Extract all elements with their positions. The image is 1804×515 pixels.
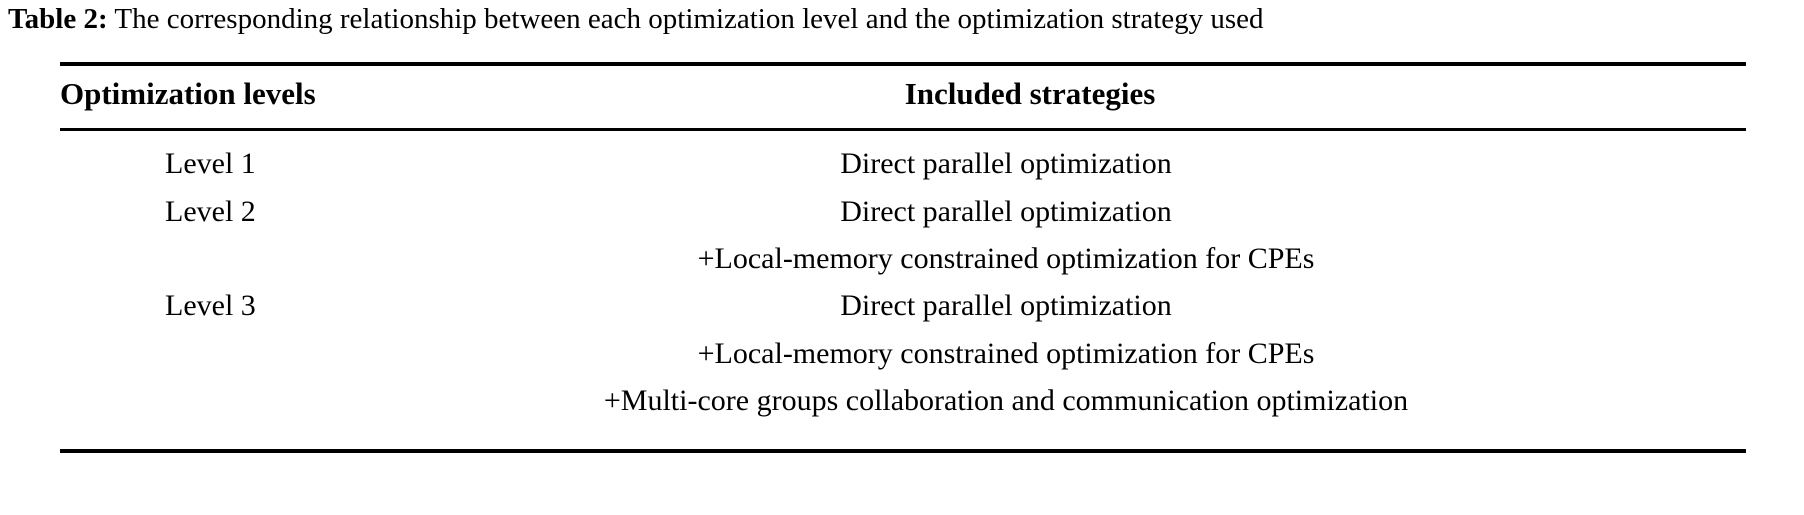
table-rule-top (60, 62, 1746, 66)
table-cell-strategy-line-4: Direct parallel optimization (840, 289, 1172, 322)
table-rule-middle (60, 128, 1746, 131)
table: Optimization levels Included strategies … (60, 62, 1746, 453)
table-row-level-1-label: Level 1 (165, 147, 256, 180)
table-row-level-3-label: Level 3 (165, 289, 256, 322)
caption-text: The corresponding relationship between e… (114, 3, 1264, 35)
table-cell-strategy-line-3: +Local-memory constrained optimization f… (697, 242, 1315, 275)
table-cell-strategy-line-5: +Local-memory constrained optimization f… (697, 337, 1315, 370)
table-cell-strategy-line-2: Direct parallel optimization (840, 195, 1172, 228)
table-header-row: Optimization levels Included strategies (60, 66, 1746, 128)
table-cell-strategy-line-1: Direct parallel optimization (840, 147, 1172, 180)
table-row-level-2-label: Level 2 (165, 195, 256, 228)
table-caption: Table 2: The corresponding relationship … (8, 0, 1798, 38)
caption-label: Table 2: (8, 3, 108, 35)
column-header-included-strategies: Included strategies (904, 76, 1156, 111)
table-body: Level 1 Level 2 Level 3 Direct parallel … (60, 131, 1746, 449)
column-header-optimization-levels: Optimization levels (60, 76, 316, 111)
table-rule-bottom (60, 449, 1746, 453)
table-cell-strategy-line-6: +Multi-core groups collaboration and com… (603, 384, 1409, 417)
